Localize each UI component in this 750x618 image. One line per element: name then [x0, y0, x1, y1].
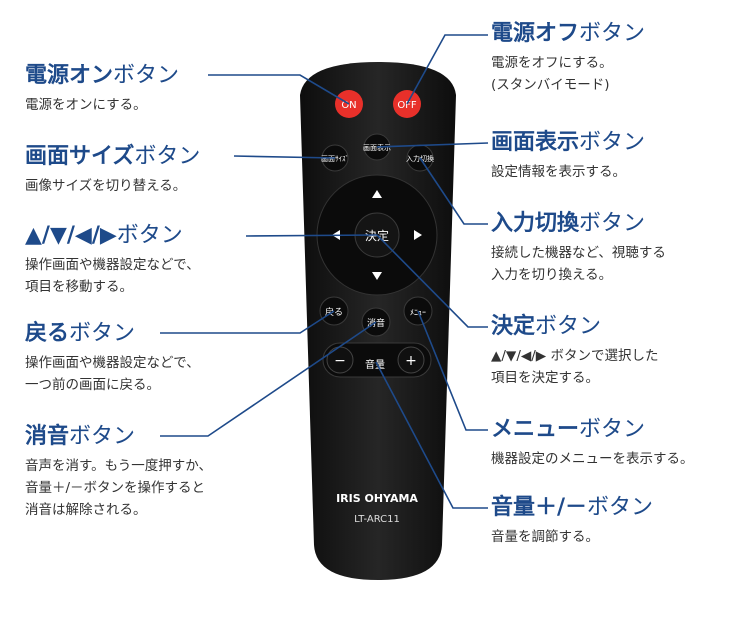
svg-text:戻る: 戻る [325, 306, 343, 318]
svg-text:OFF: OFF [397, 100, 417, 111]
display-label: 画面表示ボタン 設定情報を表示する。 [491, 130, 646, 180]
power-off-label: 電源オフボタン 電源をオフにする。(スタンバイモード) [491, 21, 646, 93]
brand-logo: IRIS OHYAMA [336, 492, 418, 505]
volume-plus-button[interactable]: + [405, 353, 417, 369]
volume-label: 音量 [365, 358, 385, 371]
volume-rocker[interactable]: − + 音量 [322, 342, 432, 378]
enter-label: 決定ボタン ▲/▼/◀/▶ ボタンで選択した項目を決定する。 [491, 314, 659, 386]
model-number: LT-ARC11 [354, 514, 400, 525]
input-label: 入力切換ボタン 接続した機器など、視聴する入力を切り換える。 [491, 211, 666, 283]
menu-label: メニューボタン 機器設定のメニューを表示する。 [491, 417, 694, 467]
back-label: 戻るボタン 操作画面や機器設定などで、一つ前の画面に戻る。 [25, 321, 200, 393]
volume-label-callout: 音量＋/－ボタン 音量を調節する。 [491, 495, 654, 545]
power-on-label: 電源オンボタン 電源をオンにする。 [25, 63, 180, 113]
svg-text:画面表示: 画面表示 [363, 143, 391, 152]
up-arrow-icon [372, 190, 382, 198]
down-arrow-icon [372, 272, 382, 280]
svg-text:ON: ON [341, 100, 356, 111]
mute-label: 消音ボタン 音声を消す。もう一度押すか、音量＋/－ボタンを操作すると消音は解除さ… [25, 424, 212, 518]
picture-size-label: 画面サイズボタン 画像サイズを切り替える。 [25, 144, 201, 194]
arrows-label: ▲/▼/◀/▶ボタン 操作画面や機器設定などで、項目を移動する。 [25, 223, 200, 295]
right-arrow-icon [414, 230, 422, 240]
volume-minus-button[interactable]: − [334, 353, 346, 369]
svg-text:画面ｻｲｽﾞ: 画面ｻｲｽﾞ [321, 155, 349, 163]
